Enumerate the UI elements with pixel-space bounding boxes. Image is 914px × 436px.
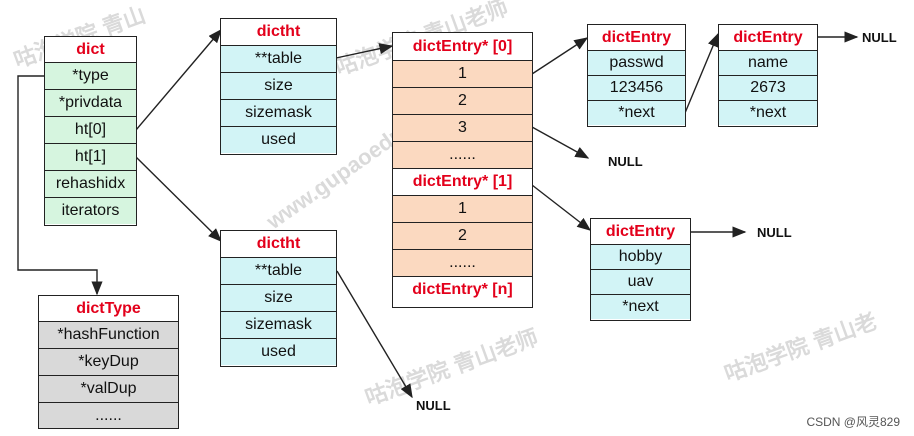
dict-struct: dict *type *privdata ht[0] ht[1] rehashi… <box>44 36 137 226</box>
dictht-field: used <box>221 338 336 365</box>
dict-field: rehashidx <box>45 170 136 197</box>
arrow-row-entry3 <box>531 184 592 231</box>
dictentry-field: 123456 <box>588 75 685 100</box>
dict-field: *privdata <box>45 89 136 116</box>
table-row: 3 <box>393 114 532 141</box>
dictentry-title: dictEntry <box>588 25 685 50</box>
dictentry-field: uav <box>591 269 690 294</box>
dictentry-2: dictEntry name 2673 *next <box>718 24 818 127</box>
dictht-1: dictht **table size sizemask used <box>220 230 337 367</box>
null-label: NULL <box>608 154 643 169</box>
dicttype-struct: dictType *hashFunction *keyDup *valDup .… <box>38 295 179 429</box>
dictentry-field: name <box>719 50 817 75</box>
table-row: ...... <box>393 141 532 168</box>
arrow-ht1 <box>135 156 222 242</box>
dictentry-field: passwd <box>588 50 685 75</box>
dict-title: dict <box>45 37 136 62</box>
dictentry-field: *next <box>591 294 690 319</box>
dictentry-field: *next <box>588 100 685 125</box>
dictht-title: dictht <box>221 19 336 45</box>
dicttype-field: *keyDup <box>39 348 178 375</box>
null-label: NULL <box>416 398 451 413</box>
dictht-field: sizemask <box>221 99 336 126</box>
table-row: ...... <box>393 249 532 276</box>
arrow-row3-null <box>531 126 590 159</box>
dictht-field: **table <box>221 45 336 72</box>
dictentry-title: dictEntry <box>591 219 690 244</box>
dictentry-field: *next <box>719 100 817 125</box>
dicttype-title: dictType <box>39 296 178 321</box>
dict-field: ht[0] <box>45 116 136 143</box>
dictht-field: sizemask <box>221 311 336 338</box>
dict-field: ht[1] <box>45 143 136 170</box>
table-row: 1 <box>393 195 532 222</box>
dictht-field: size <box>221 284 336 311</box>
arrow-ht1-null <box>336 270 413 399</box>
dictentry-3: dictEntry hobby uav *next <box>590 218 691 321</box>
null-label: NULL <box>757 225 792 240</box>
arrow-ht0 <box>135 28 222 131</box>
table-row: 2 <box>393 87 532 114</box>
dicttype-field: *valDup <box>39 375 178 402</box>
dict-field: iterators <box>45 197 136 224</box>
dicttype-field: *hashFunction <box>39 321 178 348</box>
null-label: NULL <box>862 30 897 45</box>
dictht-field: **table <box>221 257 336 284</box>
dicttype-field: ...... <box>39 402 178 428</box>
dictht-field: size <box>221 72 336 99</box>
arrow-type-to-dicttype <box>17 75 103 296</box>
dict-field: *type <box>45 62 136 89</box>
arrow-row1-entry1 <box>531 37 589 75</box>
footer-credit: CSDN @风灵829 <box>806 415 900 429</box>
arrow-table <box>335 43 394 59</box>
table-bucket-header: dictEntry* [1] <box>393 168 532 195</box>
dictht-title: dictht <box>221 231 336 257</box>
dictentry-table: dictEntry* [0] 1 2 3 ...... dictEntry* [… <box>392 32 533 308</box>
table-bucket-header: dictEntry* [n] <box>393 276 532 303</box>
dictentry-field: 2673 <box>719 75 817 100</box>
dictentry-title: dictEntry <box>719 25 817 50</box>
dictentry-1: dictEntry passwd 123456 *next <box>587 24 686 127</box>
table-row: 2 <box>393 222 532 249</box>
dictht-0: dictht **table size sizemask used <box>220 18 337 155</box>
dictht-field: used <box>221 126 336 153</box>
table-row: 1 <box>393 60 532 87</box>
table-bucket-header: dictEntry* [0] <box>393 33 532 60</box>
arrow-entry1-entry2 <box>684 32 719 114</box>
dictentry-field: hobby <box>591 244 690 269</box>
